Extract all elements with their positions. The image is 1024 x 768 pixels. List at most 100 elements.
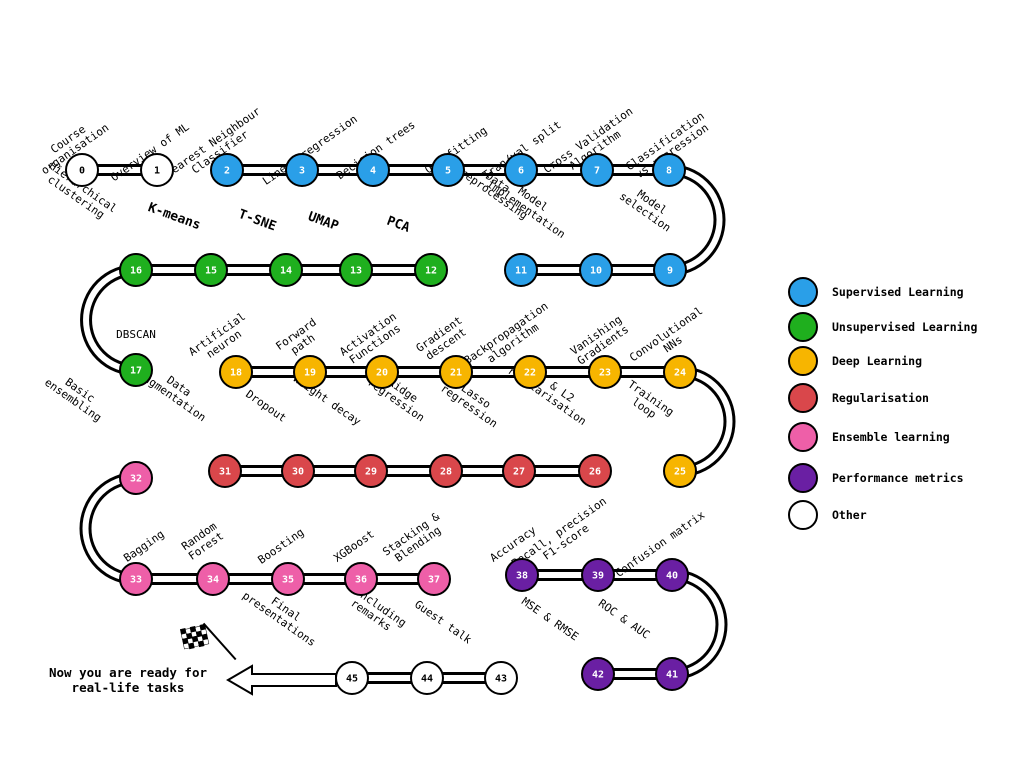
node-1-circle — [140, 153, 174, 187]
node-22-number: 22 — [524, 368, 536, 379]
node-23-number: 23 — [599, 368, 611, 379]
legend-swatch-ensemble — [788, 422, 818, 452]
legend-swatch-regularisation — [788, 383, 818, 413]
node-21-number: 21 — [450, 368, 462, 379]
node-32-number: 32 — [130, 474, 142, 485]
node-28: 28 — [429, 454, 463, 488]
track-24-25-inner — [679, 369, 733, 474]
node-31: 31 — [208, 454, 242, 488]
node-42: 42 — [581, 657, 615, 691]
node-40-number: 40 — [666, 571, 678, 582]
node-9-number: 9 — [667, 266, 673, 277]
node-14-label: T-SNE — [236, 207, 278, 234]
track-40-41-inner — [671, 572, 725, 677]
node-13-circle — [339, 253, 373, 287]
node-29-circle — [354, 454, 388, 488]
node-11: 11 — [504, 253, 538, 287]
node-41-number: 41 — [666, 670, 678, 681]
node-39: 39 — [581, 558, 615, 592]
node-25: 25 — [663, 454, 697, 488]
node-27: 27 — [502, 454, 536, 488]
node-30-number: 30 — [292, 467, 304, 478]
node-16: 16 — [119, 253, 153, 287]
node-29-number: 29 — [365, 467, 377, 478]
node-27-number: 27 — [513, 467, 525, 478]
legend-label-unsupervised: Unsupervised Learning — [832, 320, 977, 334]
node-37-label: Stacking &Blending — [380, 510, 443, 565]
node-23: 23 — [588, 355, 622, 389]
node-35-circle — [271, 562, 305, 596]
node-2: 2 — [210, 153, 244, 187]
node-41-label: ROC & AUC — [596, 597, 652, 642]
node-0-number: 0 — [79, 166, 85, 177]
node-33-circle — [119, 562, 153, 596]
node-38-circle — [505, 558, 539, 592]
node-42-label: MSE & RMSE — [519, 595, 581, 644]
node-42-label-line: MSE & RMSE — [519, 595, 581, 644]
legend-item-supervised: Supervised Learning — [788, 277, 964, 307]
node-29: 29 — [354, 454, 388, 488]
node-11-number: 11 — [515, 266, 527, 277]
track-32-33-inner — [82, 475, 137, 582]
legend-item-unsupervised: Unsupervised Learning — [788, 312, 977, 342]
legend-label-ensemble: Ensemble learning — [832, 430, 950, 444]
node-36-circle — [344, 562, 378, 596]
node-34-number: 34 — [207, 575, 219, 586]
node-15-label: K-means — [146, 200, 203, 233]
left-arrow-icon — [226, 664, 337, 696]
node-37: 37 — [417, 562, 451, 596]
node-15-label-line: K-means — [146, 200, 203, 233]
legend-swatch-supervised — [788, 277, 818, 307]
node-14-number: 14 — [280, 266, 292, 277]
node-33: 33 — [119, 562, 153, 596]
node-22: 22 — [513, 355, 547, 389]
node-17-number: 17 — [130, 366, 142, 377]
node-8: 8 — [652, 153, 686, 187]
node-8-circle — [652, 153, 686, 187]
node-4-circle — [356, 153, 390, 187]
node-32: 32 — [119, 461, 153, 495]
node-30-circle — [281, 454, 315, 488]
node-37-circle — [417, 562, 451, 596]
node-7-circle — [580, 153, 614, 187]
node-22-circle — [513, 355, 547, 389]
legend-label-other: Other — [832, 508, 867, 522]
node-12-number: 12 — [425, 266, 437, 277]
node-15-number: 15 — [205, 266, 217, 277]
node-24-circle — [663, 355, 697, 389]
node-26-number: 26 — [589, 467, 601, 478]
node-35-label: Boosting — [256, 526, 307, 567]
node-17-label: DBSCAN — [116, 328, 156, 341]
node-14-label-line: T-SNE — [236, 207, 278, 234]
node-41-circle — [655, 657, 689, 691]
node-36: 36 — [344, 562, 378, 596]
node-10-number: 10 — [590, 266, 602, 277]
node-43: 43 — [484, 661, 518, 695]
node-17-circle — [119, 353, 153, 387]
node-16-circle — [119, 253, 153, 287]
node-0: 0 — [65, 153, 99, 187]
node-30-label: Dropout — [243, 388, 288, 425]
legend-swatch-other — [788, 500, 818, 530]
node-5-circle — [431, 153, 465, 187]
legend-item-ensemble: Ensemble learning — [788, 422, 950, 452]
node-9: 9 — [653, 253, 687, 287]
track-8-9-inner — [668, 166, 723, 273]
node-10-circle — [579, 253, 613, 287]
node-41: 41 — [655, 657, 689, 691]
node-2-number: 2 — [224, 166, 230, 177]
node-20: 20 — [365, 355, 399, 389]
node-6: 6 — [504, 153, 538, 187]
node-3-number: 3 — [299, 166, 305, 177]
node-30-label-line: Dropout — [243, 388, 288, 425]
node-18-circle — [219, 355, 253, 389]
node-31-number: 31 — [219, 467, 231, 478]
node-2-circle — [210, 153, 244, 187]
node-33-label-line: Bagging — [121, 528, 166, 565]
track-layer — [79, 163, 736, 684]
node-17-label-line: DBSCAN — [116, 328, 156, 341]
node-26-circle — [578, 454, 612, 488]
